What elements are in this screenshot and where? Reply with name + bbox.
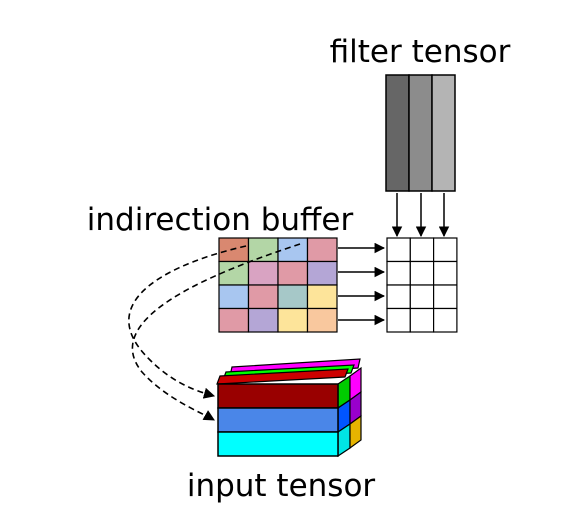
- buffer-cell: [277, 260, 309, 286]
- filter-tensor-label: filter tensor: [330, 34, 511, 70]
- buffer-cell: [277, 307, 309, 333]
- output-cell: [409, 307, 435, 333]
- indirection-pointers: [128, 243, 301, 421]
- input-front-layer-1: [217, 383, 339, 409]
- output-cell: [386, 307, 411, 333]
- buffer-cell: [218, 284, 250, 310]
- output-cell: [409, 237, 435, 263]
- buffer-cell: [218, 260, 250, 286]
- buffer-cell: [277, 284, 309, 310]
- filter-column-3: [431, 74, 456, 192]
- indirection-buffer-label: indirection buffer: [87, 202, 354, 238]
- output-cell: [409, 260, 435, 286]
- buffer-cell: [247, 307, 279, 333]
- input-front-layer-2: [217, 407, 339, 433]
- filter-to-output-arrows: [391, 193, 450, 238]
- filter-column-1: [385, 74, 410, 192]
- buffer-to-output-arrows: [338, 242, 386, 326]
- output-cell: [386, 237, 411, 263]
- output-cell: [433, 284, 458, 310]
- buffer-cell: [306, 284, 338, 310]
- pointer-arrow-1: [128, 245, 247, 399]
- pointer-arrow-2: [131, 243, 301, 421]
- buffer-cell: [218, 307, 250, 333]
- output-cell: [386, 260, 411, 286]
- buffer-cell: [247, 284, 279, 310]
- filter-column-2: [408, 74, 433, 192]
- output-grid: [386, 237, 458, 333]
- buffer-cell: [247, 260, 279, 286]
- indirection-buffer: [218, 237, 338, 333]
- input-tensor: [216, 358, 362, 458]
- output-cell: [433, 260, 458, 286]
- output-cell: [409, 284, 435, 310]
- buffer-cell: [306, 307, 338, 333]
- input-tensor-label: input tensor: [187, 468, 376, 504]
- input-front-layer-3: [217, 431, 339, 457]
- buffer-cell: [306, 237, 338, 263]
- input-side-cell: [349, 414, 362, 450]
- output-cell: [433, 307, 458, 333]
- buffer-cell: [306, 260, 338, 286]
- output-cell: [433, 237, 458, 263]
- output-cell: [386, 284, 411, 310]
- input-top-strip-3: [216, 368, 349, 385]
- filter-tensor: [385, 74, 456, 192]
- buffer-cell: [277, 237, 309, 263]
- buffer-cell: [247, 237, 279, 263]
